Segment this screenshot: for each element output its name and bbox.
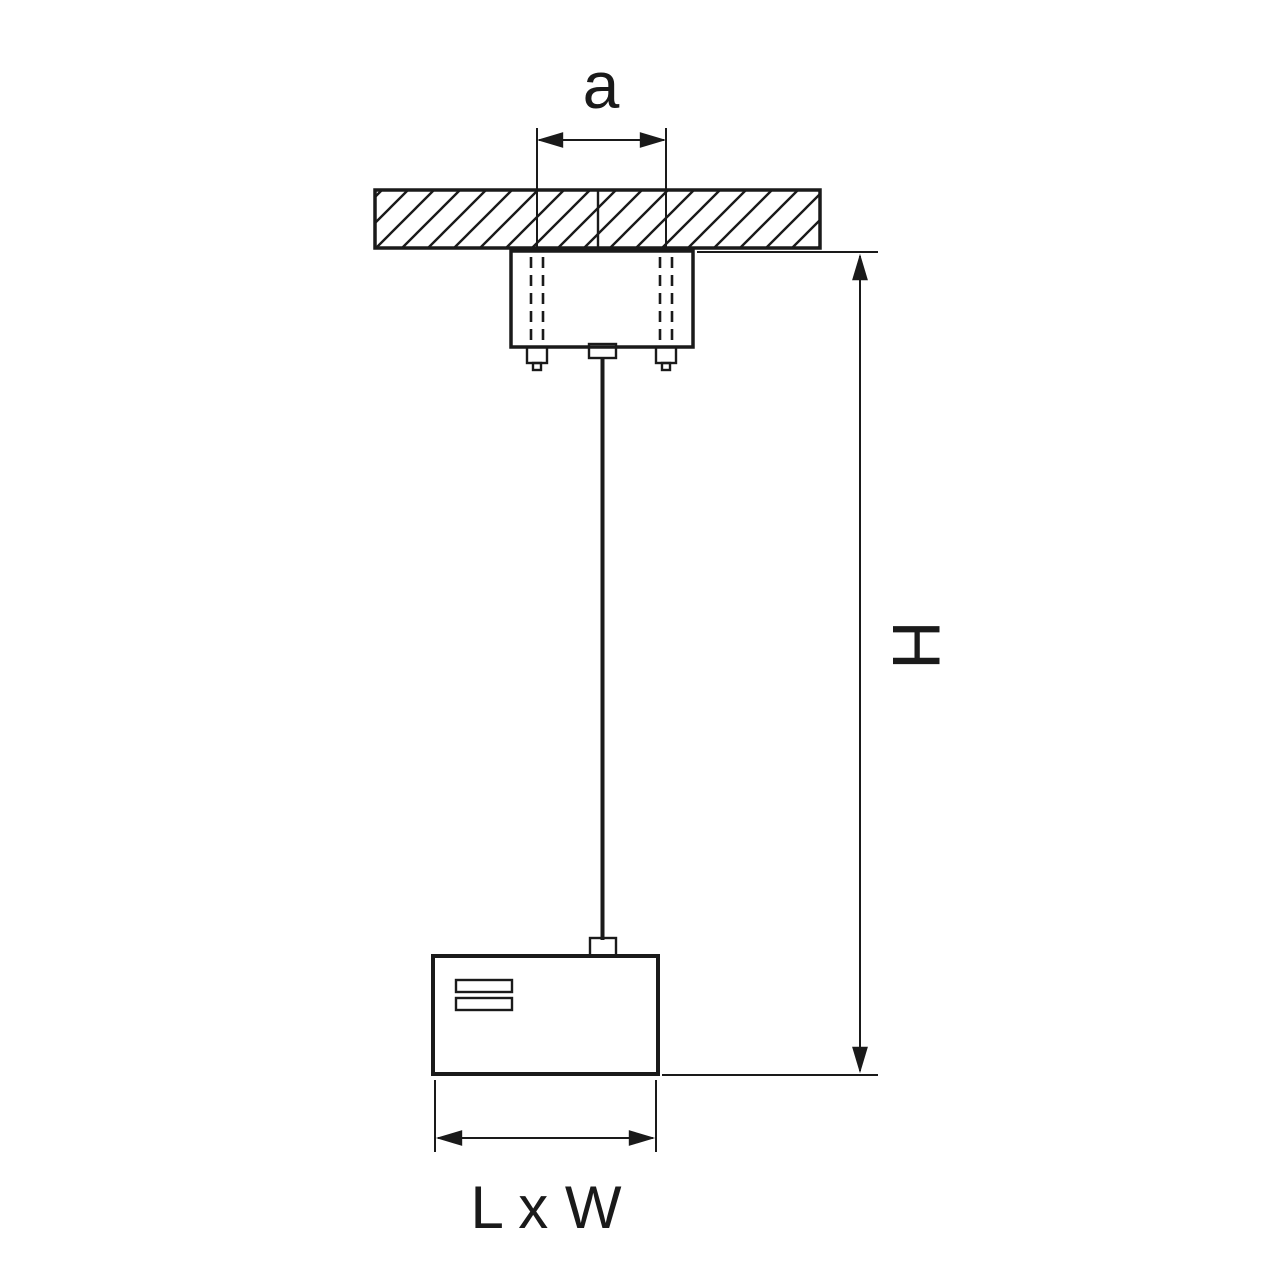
fixture-outline [431, 954, 660, 1076]
screw-right-dashed-lines [658, 257, 674, 342]
ceiling-slab [373, 188, 822, 250]
dimension-h: H [662, 251, 954, 1076]
fixture-body [431, 954, 660, 1076]
dimension-h-label: H [878, 620, 954, 669]
canopy-foot-right [654, 345, 678, 372]
fixture-vent-slats [454, 978, 514, 1012]
dimension-a-label: a [583, 48, 620, 122]
canopy-foot-left [525, 345, 549, 372]
rod-connector [588, 936, 618, 958]
screw-left-dashed-lines [529, 257, 545, 342]
dimension-a: a [536, 48, 667, 250]
dimension-lw-label: L x W [470, 1174, 621, 1241]
canopy-body [509, 249, 695, 349]
mounting-canopy [509, 249, 695, 372]
dimension-lw: L x W [434, 1080, 657, 1241]
